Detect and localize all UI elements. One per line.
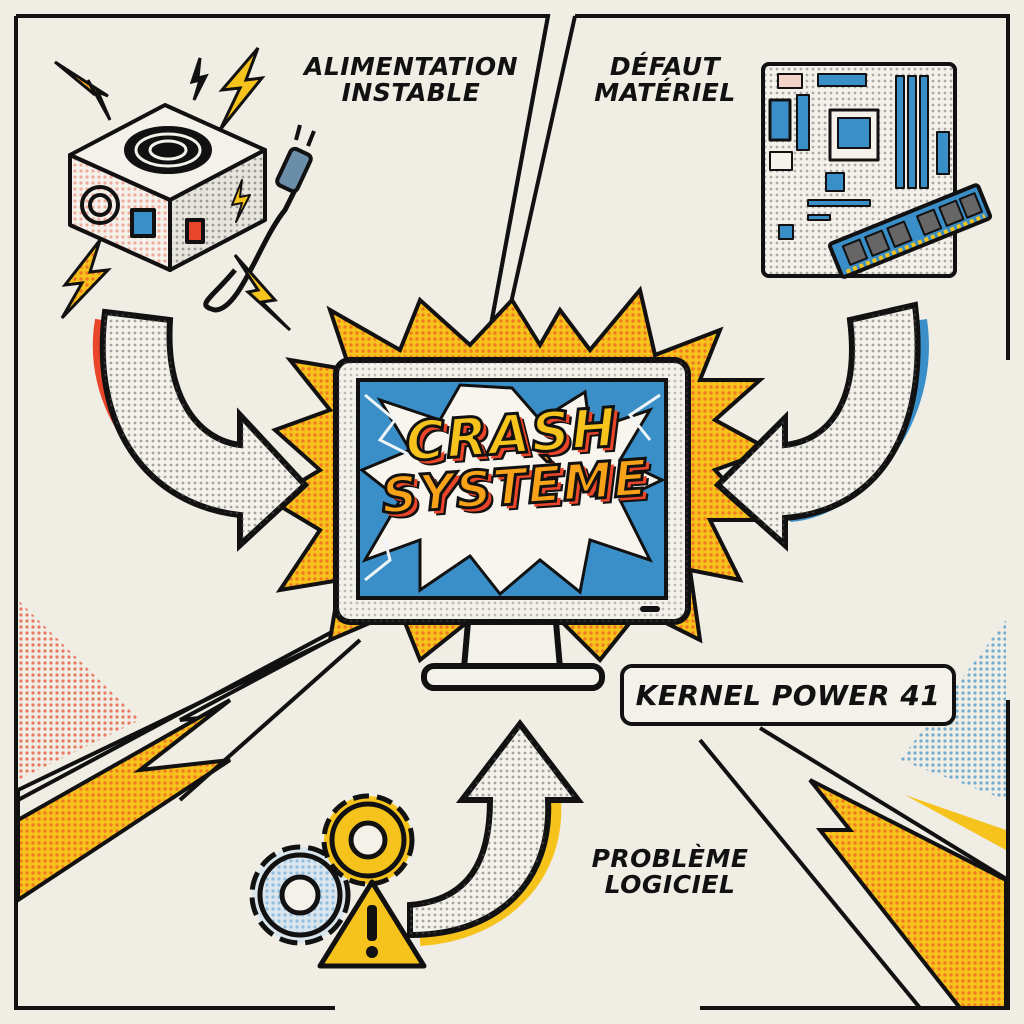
cause-label-hardware: DÉFAUT MATÉRIEL [585, 52, 745, 108]
cause-label-software-line1: PROBLÈME [591, 844, 749, 873]
gear-yellow-icon [321, 793, 415, 887]
cause-label-software: PROBLÈME LOGICIEL [570, 844, 770, 900]
kernel-power-text: KERNEL POWER 41 [635, 678, 941, 712]
arrow-power-to-crash [93, 308, 310, 552]
lightning-streaks-right [698, 726, 1010, 1010]
kernel-power-badge: KERNEL POWER 41 [620, 664, 956, 726]
cause-label-hardware-line1: DÉFAUT [609, 52, 721, 81]
lightning-streaks-left [16, 623, 362, 904]
arrow-hardware-to-crash [713, 301, 929, 552]
cause-label-power-line2: INSTABLE [341, 78, 481, 108]
gears-warning-icon [249, 793, 427, 969]
gear-grey-icon [249, 844, 351, 946]
monitor-icon [333, 357, 691, 691]
cause-label-power-line1: ALIMENTATION [303, 52, 519, 81]
lightning-bolt-icons [54, 47, 292, 332]
power-supply-icon [68, 103, 316, 313]
cause-label-software-line2: LOGICIEL [604, 870, 736, 900]
cause-label-hardware-line2: MATÉRIEL [594, 78, 736, 108]
panel-frames [14, 14, 1010, 1010]
warning-triangle-icon [317, 879, 427, 969]
arrow-software-to-crash [407, 719, 585, 946]
motherboard-icon [761, 62, 993, 279]
cause-label-power: ALIMENTATION INSTABLE [296, 52, 526, 108]
crash-title: CRASH SYSTÈME [365, 394, 662, 526]
